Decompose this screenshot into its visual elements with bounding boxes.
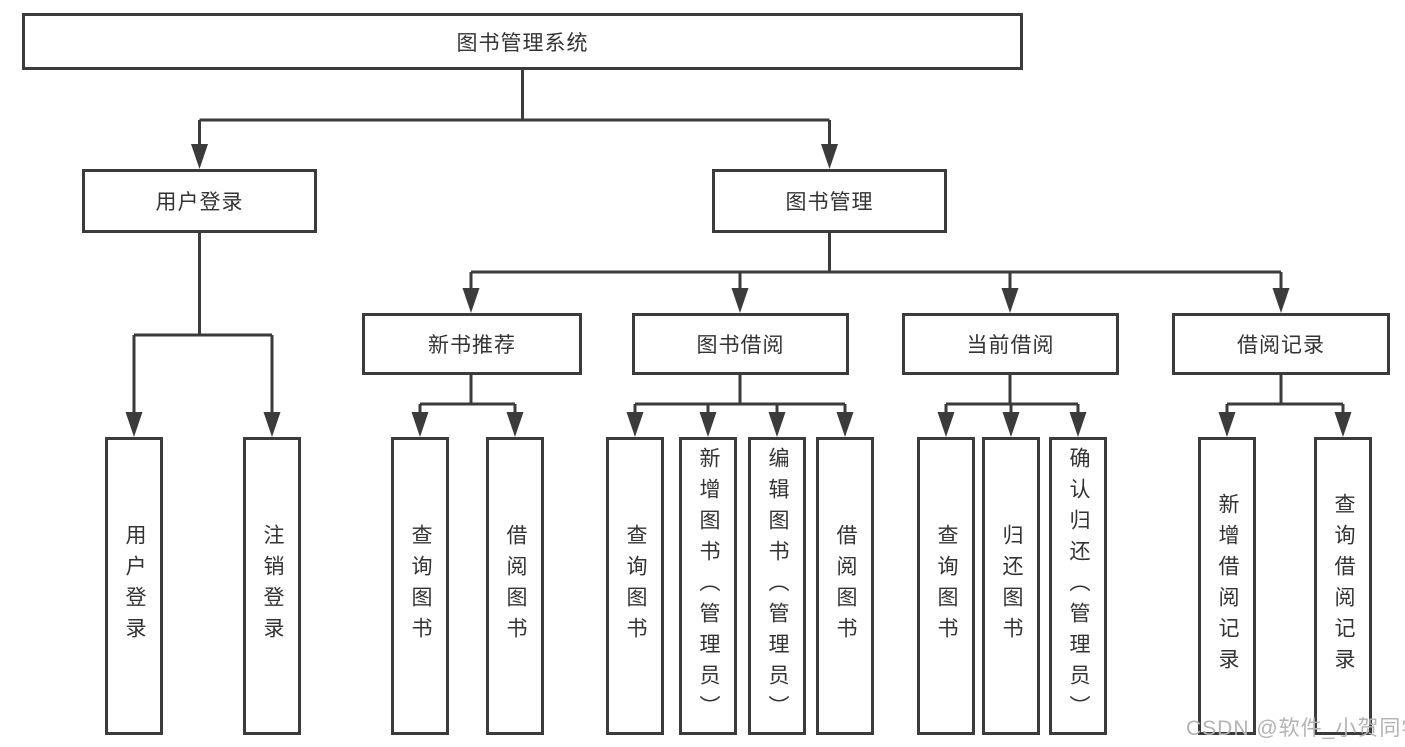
arrowheads	[125, 144, 1352, 437]
leaf-label: 新增借阅记录	[1216, 493, 1240, 679]
leaf-label: 查询图书	[624, 524, 648, 648]
leaf-label: 用户登录	[123, 524, 147, 648]
node-label: 用户登录	[155, 191, 244, 214]
node-book-management: 图书管理	[712, 169, 947, 233]
leaf-label: 查询图书	[935, 524, 959, 648]
leaf-borrow-books-recommend: 借阅图书	[486, 437, 544, 735]
leaf-label: 新增图书（管理员）	[697, 446, 721, 726]
leaf-confirm-return-admin: 确认归还（管理员）	[1049, 437, 1107, 735]
node-label: 当前借阅	[966, 334, 1055, 357]
node-new-book-recommend: 新书推荐	[362, 313, 582, 375]
leaf-edit-books-admin: 编辑图书（管理员）	[748, 437, 806, 735]
node-label: 图书管理系统	[456, 31, 589, 55]
leaf-user-login: 用户登录	[105, 437, 163, 735]
leaf-label: 借阅图书	[504, 524, 528, 648]
leaf-label: 查询借阅记录	[1332, 493, 1356, 679]
leaf-borrow-books-borrowing: 借阅图书	[816, 437, 874, 735]
node-label: 图书借阅	[696, 334, 785, 357]
leaf-label: 确认归还（管理员）	[1067, 446, 1091, 726]
leaf-logout: 注销登录	[243, 437, 301, 735]
node-borrow-records: 借阅记录	[1172, 313, 1390, 375]
csdn-watermark: CSDN @软件_小贺同学	[1186, 717, 1405, 740]
node-current-borrowing: 当前借阅	[902, 313, 1119, 375]
node-label: 新书推荐	[428, 334, 516, 357]
node-label: 图书管理	[785, 191, 874, 214]
node-book-management-system: 图书管理系统	[22, 13, 1023, 70]
leaf-query-books-borrowing: 查询图书	[606, 437, 664, 735]
leaf-return-books: 归还图书	[982, 437, 1040, 735]
leaf-query-borrow-record: 查询借阅记录	[1314, 437, 1372, 735]
node-user-login: 用户登录	[82, 169, 317, 233]
leaf-query-books-current: 查询图书	[917, 437, 975, 735]
connector-paths	[132, 70, 1345, 413]
leaf-label: 归还图书	[1000, 524, 1024, 648]
leaf-label: 编辑图书（管理员）	[766, 446, 790, 726]
node-label: 借阅记录	[1237, 334, 1325, 357]
leaf-label: 借阅图书	[834, 524, 858, 648]
leaf-label: 查询图书	[409, 524, 433, 648]
leaf-query-books-recommend: 查询图书	[391, 437, 449, 735]
leaf-add-borrow-record: 新增借阅记录	[1198, 437, 1256, 735]
node-book-borrowing: 图书借阅	[632, 313, 849, 375]
leaf-label: 注销登录	[261, 524, 285, 648]
leaf-add-books-admin: 新增图书（管理员）	[679, 437, 737, 735]
